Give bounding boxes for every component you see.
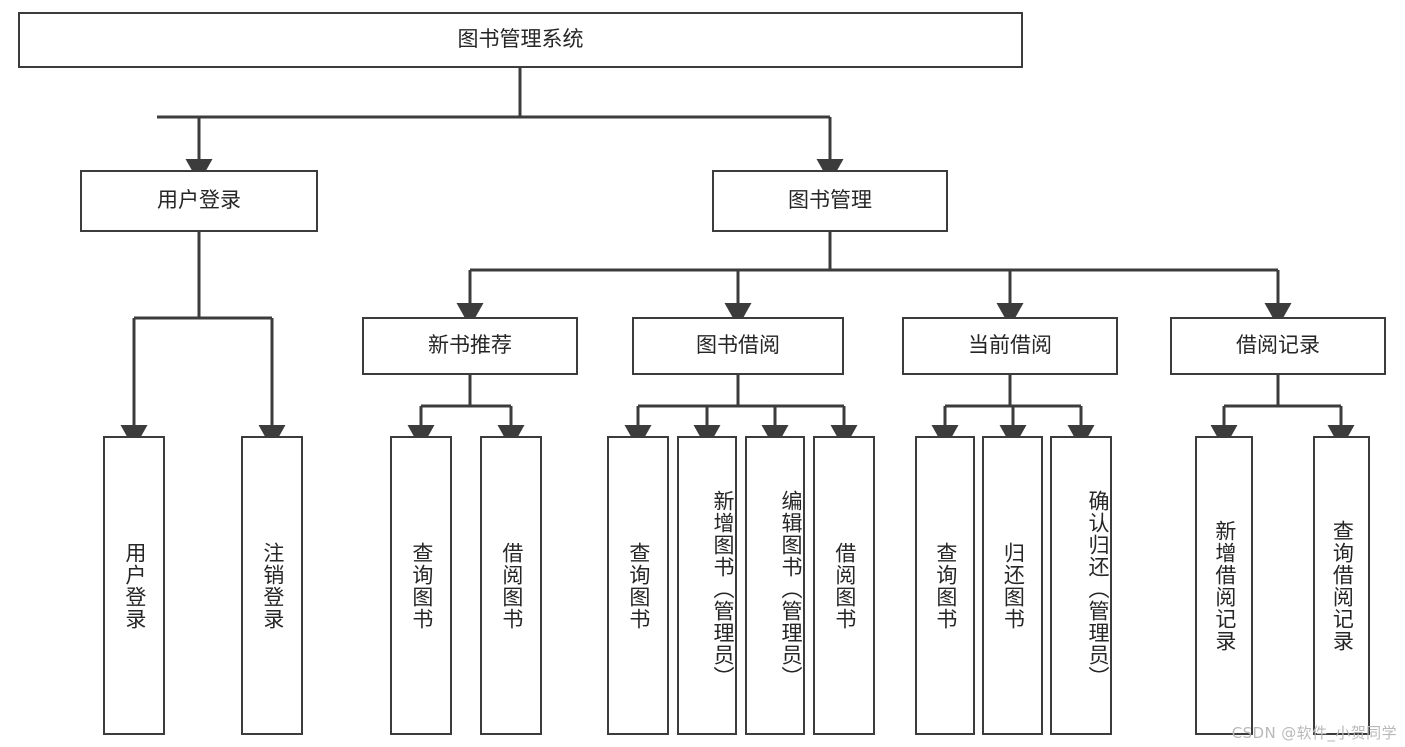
watermark: CSDN @软件_小贺同学 (1231, 724, 1397, 742)
node-leaf-confirm-return[interactable]: 确认归还（管理员） (1050, 436, 1112, 735)
node-book-manage-label: 图书管理 (788, 188, 872, 213)
node-leaf-confirm-return-label: 确认归还（管理员） (1086, 489, 1110, 688)
node-leaf-edit-book-label: 编辑图书（管理员） (779, 489, 803, 688)
node-leaf-borrow-book-2-label: 借阅图书 (832, 541, 857, 630)
node-user-login-label: 用户登录 (157, 188, 241, 213)
node-borrow-record[interactable]: 借阅记录 (1170, 317, 1386, 375)
node-book-manage[interactable]: 图书管理 (712, 170, 948, 232)
node-leaf-query-record[interactable]: 查询借阅记录 (1313, 436, 1370, 735)
node-leaf-logout-label: 注销登录 (260, 541, 285, 630)
node-leaf-query-book-2-label: 查询图书 (626, 541, 651, 630)
node-current-borrow[interactable]: 当前借阅 (902, 317, 1118, 375)
node-new-book-rec[interactable]: 新书推荐 (362, 317, 578, 375)
node-leaf-query-record-label: 查询借阅记录 (1330, 519, 1355, 652)
node-book-borrow-label: 图书借阅 (696, 333, 780, 358)
node-leaf-query-book-2[interactable]: 查询图书 (607, 436, 669, 735)
node-root-label: 图书管理系统 (457, 27, 584, 52)
node-leaf-add-book-label: 新增图书（管理员） (711, 489, 735, 688)
node-leaf-add-record[interactable]: 新增借阅记录 (1195, 436, 1253, 735)
node-leaf-add-book[interactable]: 新增图书（管理员） (677, 436, 737, 735)
node-leaf-return-book[interactable]: 归还图书 (982, 436, 1043, 735)
node-leaf-borrow-book-2[interactable]: 借阅图书 (813, 436, 875, 735)
node-leaf-query-book-3[interactable]: 查询图书 (915, 436, 975, 735)
node-leaf-query-book-1[interactable]: 查询图书 (390, 436, 452, 735)
node-current-borrow-label: 当前借阅 (968, 333, 1052, 358)
node-root[interactable]: 图书管理系统 (18, 12, 1023, 68)
node-leaf-query-book-1-label: 查询图书 (409, 541, 434, 630)
node-leaf-logout[interactable]: 注销登录 (241, 436, 303, 735)
node-user-login[interactable]: 用户登录 (80, 170, 318, 232)
node-new-book-rec-label: 新书推荐 (428, 333, 512, 358)
node-leaf-user-login-label: 用户登录 (122, 541, 147, 630)
node-leaf-add-record-label: 新增借阅记录 (1212, 519, 1237, 652)
node-leaf-edit-book[interactable]: 编辑图书（管理员） (745, 436, 805, 735)
node-leaf-return-book-label: 归还图书 (1001, 541, 1026, 630)
node-borrow-record-label: 借阅记录 (1236, 333, 1320, 358)
node-leaf-borrow-book-1-label: 借阅图书 (499, 541, 524, 630)
node-leaf-query-book-3-label: 查询图书 (933, 541, 958, 630)
node-leaf-borrow-book-1[interactable]: 借阅图书 (480, 436, 542, 735)
node-leaf-user-login[interactable]: 用户登录 (103, 436, 165, 735)
node-book-borrow[interactable]: 图书借阅 (632, 317, 844, 375)
